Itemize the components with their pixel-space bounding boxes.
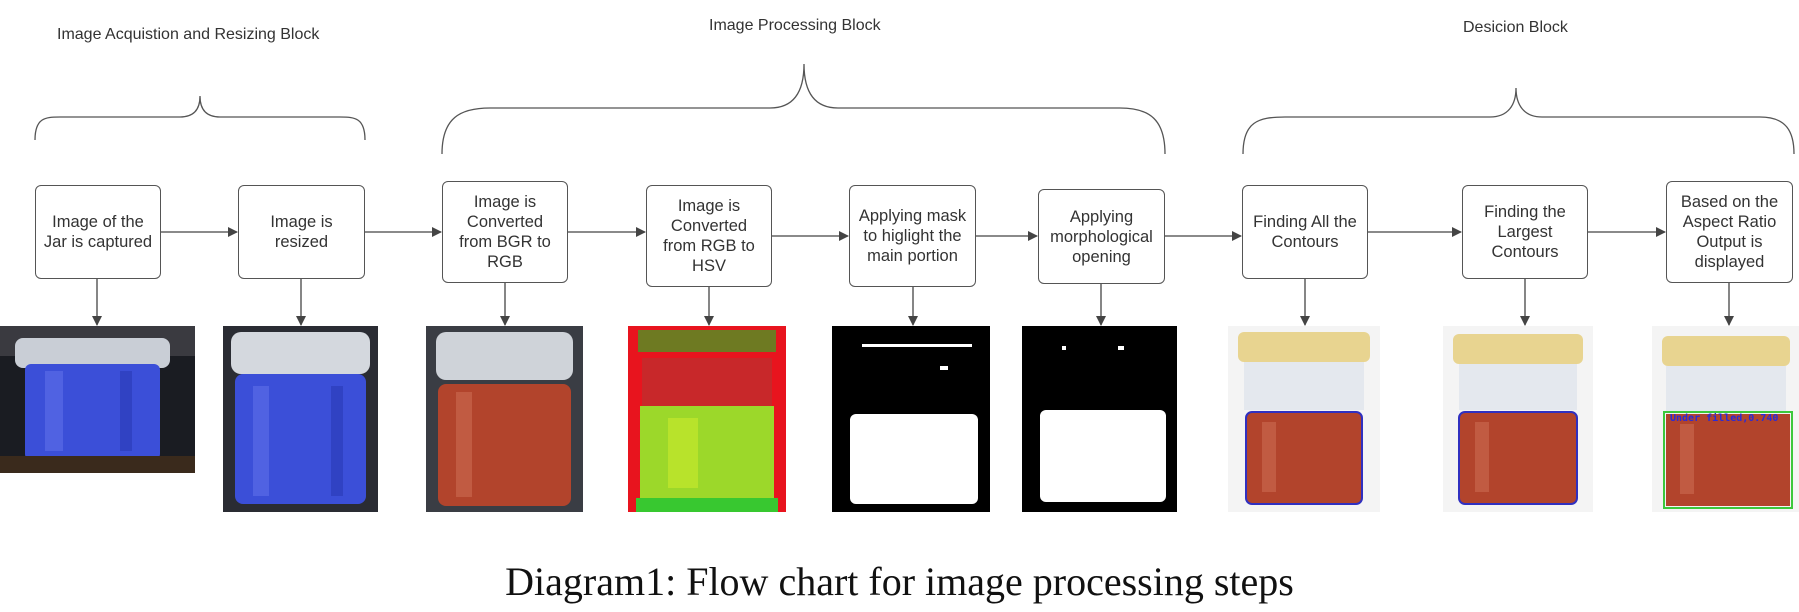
output-image — [1652, 326, 1799, 512]
step-bgr-to-rgb-box: Image is Converted from BGR to RGB — [442, 181, 568, 283]
step-rgb-to-hsv-box: Image is Converted from RGB to HSV — [646, 185, 772, 287]
acquisition-block-title: Image Acquistion and Resizing Block — [57, 26, 320, 43]
decision-brace — [1242, 87, 1795, 155]
step-morphology-box: Applying morphological opening — [1038, 189, 1165, 284]
hsv-jar-image — [628, 326, 786, 512]
resized-jar-image — [223, 326, 378, 512]
captured-jar-image — [0, 326, 195, 473]
largest-contour-image — [1443, 326, 1593, 512]
acquisition-brace — [34, 95, 366, 141]
mask-image — [832, 326, 990, 512]
result-overlay-text: Under filled,0.740 — [1670, 413, 1779, 424]
step-mask-box: Applying mask to higlight the main porti… — [849, 185, 976, 287]
vertical-arrows — [92, 279, 1734, 326]
morphology-image — [1022, 326, 1177, 512]
step-all-contours-box: Finding All the Contours — [1242, 185, 1368, 279]
processing-block-title: Image Processing Block — [709, 17, 881, 34]
figure-caption: Diagram1: Flow chart for image processin… — [505, 559, 1294, 604]
all-contours-image — [1228, 326, 1380, 512]
decision-block-title: Desicion Block — [1463, 19, 1568, 36]
step-largest-contour-box: Finding the Largest Contours — [1462, 185, 1588, 279]
step-output-box: Based on the Aspect Ratio Output is disp… — [1666, 181, 1793, 283]
processing-brace — [441, 63, 1166, 155]
rgb-jar-image — [426, 326, 583, 512]
step-capture-box: Image of the Jar is captured — [35, 185, 161, 279]
horizontal-arrows — [161, 227, 1666, 241]
step-resize-box: Image is resized — [238, 185, 365, 279]
